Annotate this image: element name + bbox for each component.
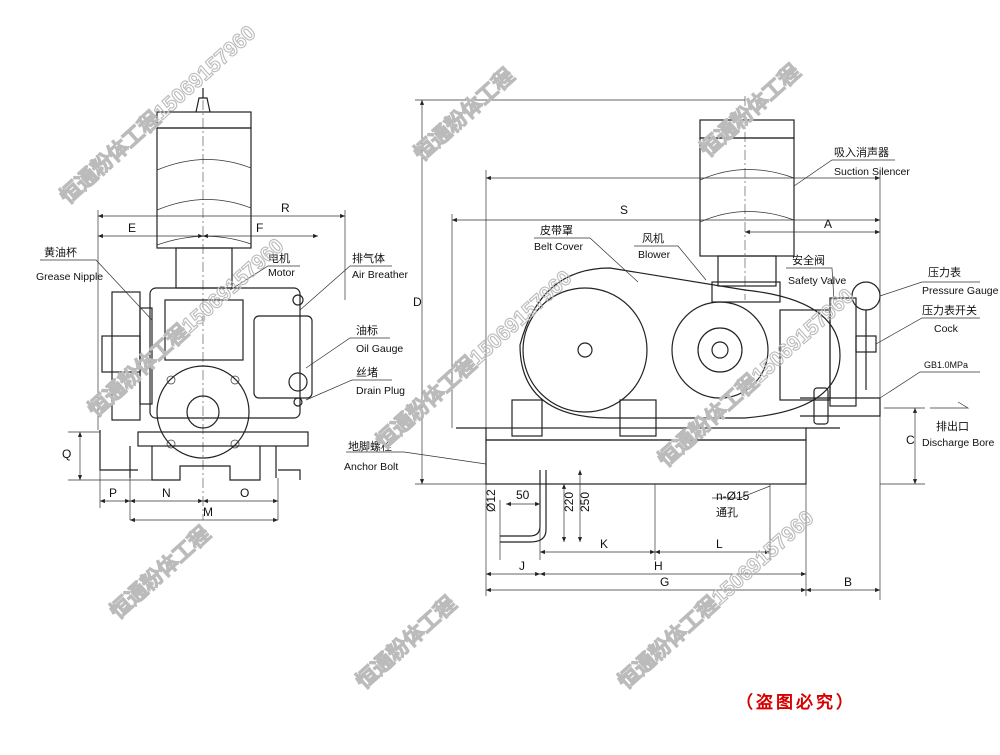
dim-J: J <box>519 559 525 573</box>
watermark-9: 恒通粉体工程15069157960 <box>613 506 818 694</box>
dim-d12: Ø12 <box>484 489 498 512</box>
label-belt-cn: 皮带罩 <box>540 224 573 237</box>
dim-D: D <box>413 295 422 309</box>
watermark-8: 恒通粉体工程 <box>351 592 461 694</box>
watermarks: 恒通粉体工程15069157960 恒通粉体工程 恒通粉体工程 恒通粉体工程15… <box>55 20 859 694</box>
label-cock-cn: 压力表开关 <box>922 303 977 317</box>
label-anchor-cn: 地脚螺栓 <box>348 439 392 453</box>
discharge-flange <box>156 365 250 459</box>
dim-A: A <box>824 217 832 231</box>
dim-M: M <box>203 505 213 519</box>
dim-220: 220 <box>562 492 576 512</box>
label-drain-en: Drain Plug <box>356 385 405 397</box>
watermark-6: 恒通粉体工程15069157960 <box>653 284 858 472</box>
dim-H: H <box>654 559 663 573</box>
blower-housing <box>149 287 301 419</box>
watermark-7: 恒通粉体工程 <box>105 522 215 624</box>
dim-B: B <box>844 575 852 589</box>
label-motor-cn: 电机 <box>268 251 290 265</box>
label-breather-cn: 排气体 <box>352 251 385 265</box>
pressure-gauge <box>851 281 881 311</box>
belt-cover <box>519 267 841 419</box>
label-oil-en: Oil Gauge <box>356 343 403 355</box>
label-silencer-en: Suction Silencer <box>834 166 910 178</box>
dim-250: 250 <box>578 492 592 512</box>
label-safety-cn: 安全阀 <box>792 253 825 267</box>
label-pressure-en: Pressure Gauge <box>922 285 999 297</box>
base-frame <box>485 439 807 485</box>
label-blower-cn: 风机 <box>642 231 664 245</box>
dim-O: O <box>240 486 249 500</box>
watermark-2: 恒通粉体工程 <box>409 64 519 166</box>
dim-through: 通孔 <box>716 506 738 519</box>
label-grease-cn: 黄油杯 <box>44 245 77 259</box>
dim-50: 50 <box>516 488 530 502</box>
left-view: R E F Q P N O M 黄油杯 Grease Nipple 电机 Mot… <box>36 88 409 523</box>
label-discharge-cn: 排出口 <box>936 419 969 433</box>
label-belt-en: Belt Cover <box>534 241 584 253</box>
silencer-body <box>156 127 252 249</box>
watermark-4: 恒通粉体工程15069157960 <box>83 234 288 422</box>
label-grease-en: Grease Nipple <box>36 271 103 283</box>
watermark-5: 恒通粉体工程15069157960 <box>371 266 576 454</box>
dim-G: G <box>660 575 669 589</box>
label-cock-en: Cock <box>934 323 959 335</box>
motor-pulley <box>522 287 648 413</box>
dim-P: P <box>109 486 117 500</box>
right-view: D S A <box>344 96 999 600</box>
label-pressure-cn: 压力表 <box>928 265 961 279</box>
label-discharge-en: Discharge Bore <box>922 437 995 449</box>
dim-K: K <box>600 537 608 551</box>
dim-holes: n-Ø15 <box>716 489 750 503</box>
label-anchor-en: Anchor Bolt <box>344 461 398 473</box>
label-motor-en: Motor <box>268 267 295 279</box>
copyright-warning: （盗图必究） <box>736 692 856 712</box>
dim-S: S <box>620 203 628 217</box>
watermark-1: 恒通粉体工程15069157960 <box>55 21 260 209</box>
watermark-3: 恒通粉体工程 <box>695 60 805 162</box>
dim-Q: Q <box>62 447 71 461</box>
dim-E: E <box>128 221 136 235</box>
label-gb: GB1.0MPa <box>924 360 968 370</box>
dim-R: R <box>281 201 290 215</box>
label-oil-cn: 油标 <box>356 323 378 337</box>
label-breather-en: Air Breather <box>352 269 409 281</box>
dim-L: L <box>716 537 723 551</box>
dim-F: F <box>256 221 263 235</box>
label-safety-en: Safety Valve <box>788 275 846 287</box>
dim-C: C <box>906 433 915 447</box>
label-silencer-cn: 吸入消声器 <box>834 145 889 159</box>
dim-N: N <box>162 486 171 500</box>
label-drain-cn: 丝堵 <box>356 365 378 379</box>
label-blower-en: Blower <box>638 249 671 261</box>
